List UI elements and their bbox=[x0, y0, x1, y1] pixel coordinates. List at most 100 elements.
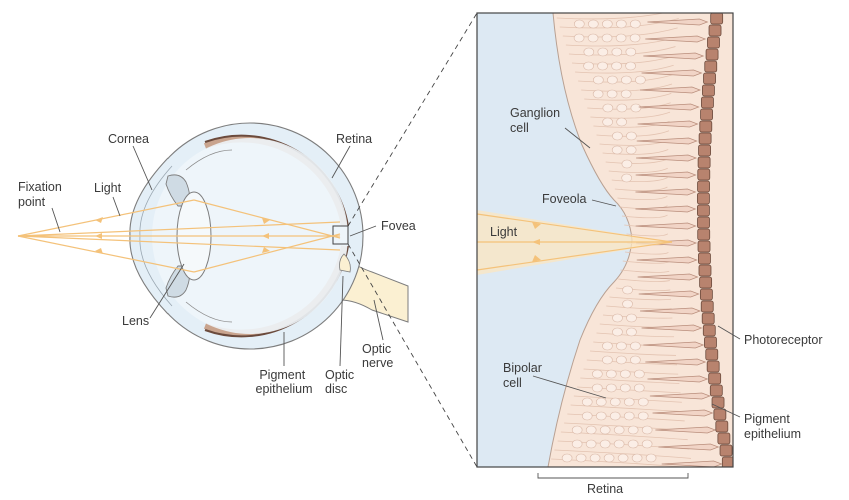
retinal-cell bbox=[625, 47, 637, 57]
retinal-cell bbox=[602, 19, 613, 29]
pigment-cell bbox=[699, 120, 713, 133]
nerve-fiber bbox=[580, 377, 680, 384]
pigment-cell bbox=[704, 336, 717, 349]
nerve-fiber bbox=[611, 177, 668, 182]
retinal-cell bbox=[592, 89, 604, 99]
nerve-fiber bbox=[596, 332, 675, 338]
retinal-cell bbox=[623, 411, 635, 421]
nerve-fiber bbox=[602, 149, 669, 155]
nerve-fiber bbox=[581, 83, 673, 92]
retinal-cell bbox=[612, 313, 623, 323]
retinal-cell bbox=[634, 369, 645, 379]
pigment-cell bbox=[715, 420, 729, 433]
nerve-fiber bbox=[578, 74, 673, 83]
nerve-fiber bbox=[584, 92, 672, 101]
retinal-cell bbox=[609, 397, 621, 407]
nerve-fiber bbox=[609, 296, 671, 301]
retinal-cell bbox=[630, 341, 641, 351]
retinal-cell bbox=[617, 453, 629, 463]
nerve-fiber bbox=[606, 305, 672, 310]
pigment-cell bbox=[698, 252, 711, 265]
photoreceptor-cell bbox=[639, 86, 702, 94]
photoreceptor-cell bbox=[640, 307, 702, 315]
nerve-fiber bbox=[608, 167, 668, 173]
retinal-cell bbox=[616, 341, 627, 351]
retina-inset bbox=[476, 12, 734, 479]
zoom-lines bbox=[347, 12, 478, 468]
retinal-cell bbox=[612, 327, 623, 337]
retinal-cell bbox=[599, 439, 611, 449]
pigment-cell bbox=[697, 168, 711, 181]
photoreceptor-cell bbox=[655, 426, 717, 434]
retinal-cell bbox=[602, 341, 613, 351]
retinal-cell bbox=[595, 397, 607, 407]
photoreceptor-cell bbox=[636, 256, 698, 264]
retinal-cell bbox=[620, 89, 632, 99]
retinal-cell bbox=[593, 75, 604, 85]
pigment-cell bbox=[705, 48, 719, 61]
retinal-cell bbox=[574, 19, 585, 29]
retinal-cell bbox=[626, 131, 637, 141]
leader-lines bbox=[51, 127, 741, 418]
retinal-cell bbox=[606, 89, 618, 99]
retinal-cell bbox=[627, 439, 639, 449]
lens-label: Lens bbox=[122, 314, 149, 328]
pigment-cell bbox=[697, 192, 710, 205]
nerve-fiber bbox=[624, 251, 669, 255]
pigment-cell bbox=[697, 204, 710, 217]
light-arrows-left bbox=[95, 217, 270, 254]
nerve-fiber bbox=[575, 64, 674, 74]
photoreceptor-cell bbox=[635, 222, 697, 230]
retinal-cell bbox=[597, 61, 608, 71]
nerve-fiber bbox=[556, 13, 666, 20]
retinal-cell bbox=[573, 33, 585, 43]
pigment-cell bbox=[710, 13, 724, 25]
pigment-cell bbox=[700, 300, 714, 313]
photoreceptor-cell bbox=[635, 205, 697, 213]
labels: Fixation point Light Cornea Retina Fovea… bbox=[18, 106, 823, 496]
retinal-cell bbox=[622, 285, 633, 295]
retinal-cell bbox=[601, 33, 613, 43]
retinal-cell bbox=[611, 47, 623, 57]
retinal-cell bbox=[611, 145, 623, 155]
photoreceptor-cell bbox=[636, 154, 698, 162]
retinal-cell bbox=[609, 411, 621, 421]
pigment-cell bbox=[713, 408, 727, 421]
retinal-cell bbox=[622, 299, 633, 309]
pigment-cell bbox=[698, 132, 712, 145]
pigment-cell bbox=[709, 384, 723, 397]
retinal-cell bbox=[606, 369, 617, 379]
retinal-cell bbox=[585, 439, 597, 449]
foveola-label: Foveola bbox=[542, 192, 587, 206]
photoreceptor-label: Photoreceptor bbox=[744, 333, 823, 347]
retinal-cell bbox=[616, 103, 628, 113]
nerve-fiber bbox=[618, 278, 670, 282]
bipolar-cell-label: Bipolar cell bbox=[503, 361, 545, 390]
pigment-cell bbox=[708, 372, 722, 385]
retinal-cell bbox=[630, 19, 641, 29]
pigment-cell bbox=[704, 60, 718, 73]
retinal-cell bbox=[616, 117, 627, 127]
nerve-fiber bbox=[621, 214, 668, 219]
pigment-cell bbox=[699, 276, 713, 289]
photoreceptor-cell bbox=[658, 443, 720, 451]
retinal-cell bbox=[627, 425, 639, 435]
photoreceptor-cell bbox=[649, 392, 711, 400]
retinal-cell bbox=[641, 425, 653, 435]
retinal-cell bbox=[635, 75, 646, 85]
photoreceptor-cell bbox=[645, 35, 707, 43]
pigment-cell bbox=[698, 144, 711, 157]
photoreceptor-cell bbox=[645, 358, 707, 366]
retinal-cell bbox=[602, 103, 614, 113]
photoreceptor-cell bbox=[637, 273, 699, 281]
retinal-cell bbox=[581, 411, 593, 421]
pigment-epithelium-label-right: Pigment epithelium bbox=[744, 412, 801, 441]
pigment-cell bbox=[702, 324, 716, 337]
pigment-cell bbox=[719, 444, 733, 457]
retinal-cell bbox=[620, 369, 631, 379]
retinal-cell bbox=[602, 117, 613, 127]
retinal-cell bbox=[626, 313, 637, 323]
pigment-cell bbox=[705, 348, 719, 361]
retinal-cell bbox=[612, 131, 623, 141]
pigment-cell bbox=[701, 312, 715, 325]
